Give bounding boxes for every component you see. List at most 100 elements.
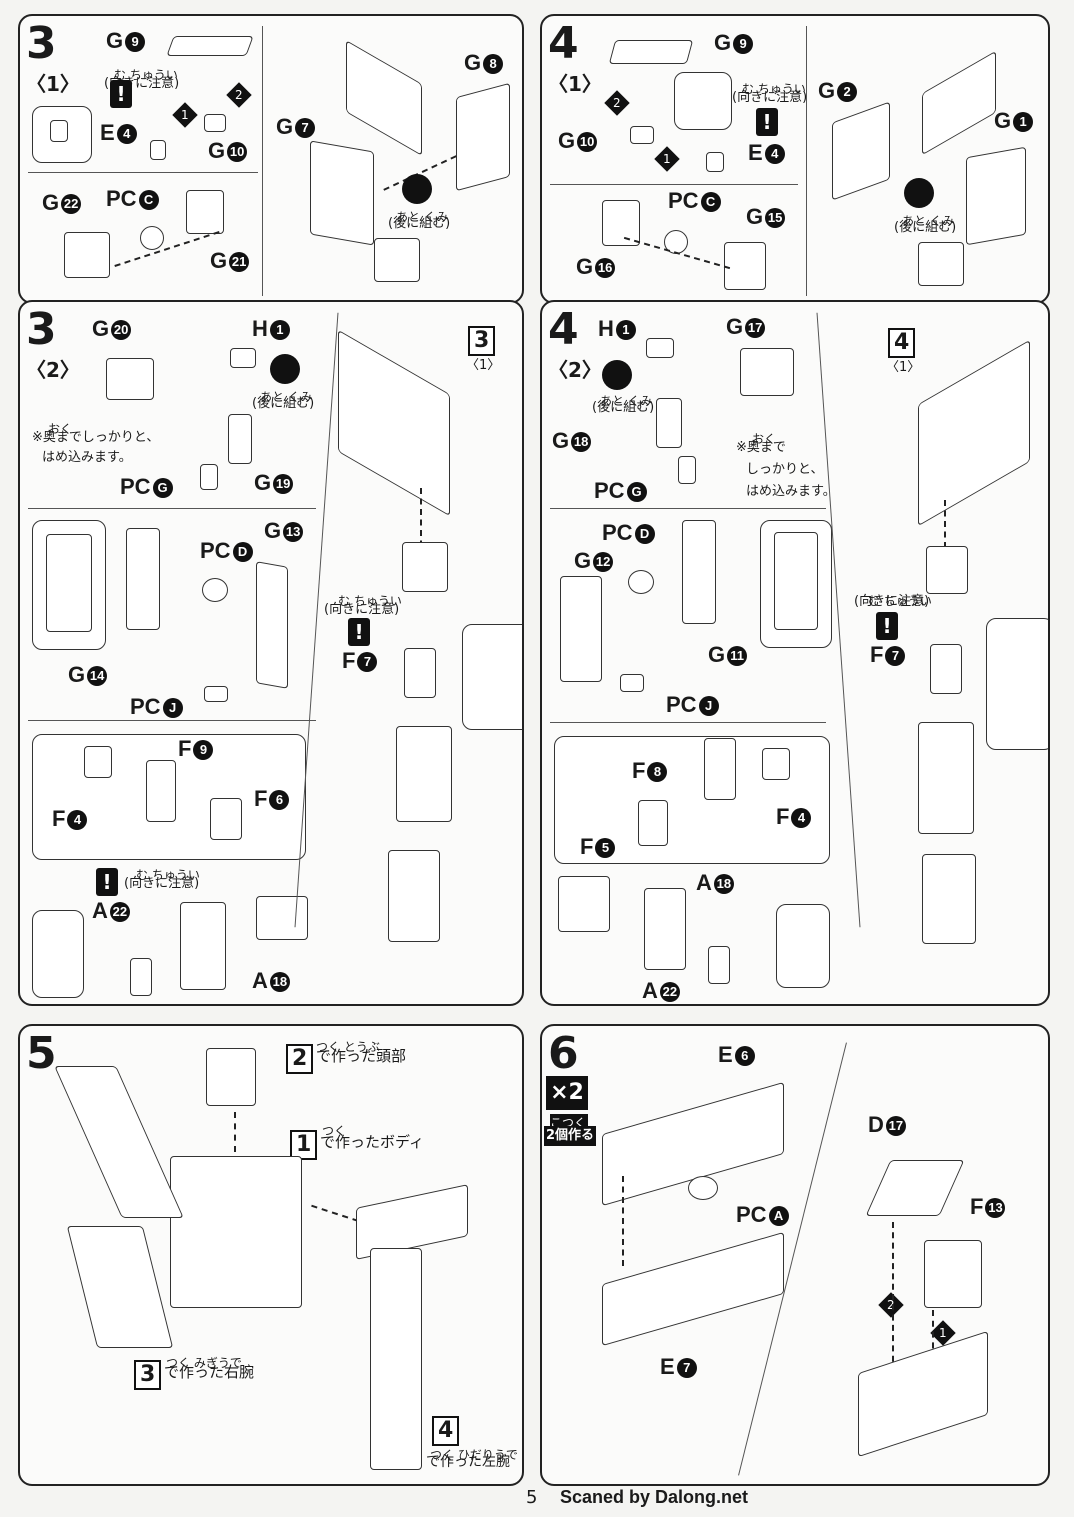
label-letter: G	[746, 204, 764, 229]
label-letter: F	[52, 806, 66, 831]
push-note-1: ※奥までしっかりと、	[32, 430, 160, 445]
label-mark: 2	[837, 82, 858, 103]
label-mark: 18	[571, 432, 592, 453]
part-f9	[146, 760, 176, 822]
label-letter: PC	[200, 538, 231, 563]
label-letter: PC	[666, 692, 697, 717]
warning-icon: !	[876, 612, 898, 640]
body-ruby: つく	[322, 1124, 347, 1138]
part-f8	[704, 738, 736, 800]
order-1-icon: 1	[172, 102, 198, 128]
divider	[262, 26, 263, 296]
part-e4	[150, 140, 166, 160]
part-g10	[204, 114, 226, 132]
part-hint-shape	[774, 532, 818, 630]
part-e7	[602, 1231, 784, 1347]
divider	[28, 720, 316, 721]
label-letter: E	[100, 120, 115, 145]
label-letter: H	[252, 316, 268, 341]
label-mark: 9	[125, 32, 146, 53]
label-letter: F	[580, 834, 594, 859]
warning-icon: !	[96, 868, 118, 896]
behind-marker-icon	[402, 174, 432, 204]
behind-note: (後に組む)	[894, 220, 957, 235]
part-a18	[644, 888, 686, 970]
behind-ruby: あと くみ	[396, 210, 449, 224]
label-letter: PC	[594, 478, 625, 503]
divider	[806, 26, 807, 296]
substep-label: 〈1〉	[548, 72, 602, 96]
right-arm-ruby: つく みぎうで	[166, 1356, 242, 1370]
label-letter: D	[868, 1112, 884, 1137]
behind-ruby: あと くみ	[260, 390, 313, 404]
behind-ruby: あと くみ	[902, 214, 955, 228]
part-pcd	[628, 570, 654, 594]
part-d17	[865, 1160, 965, 1216]
label-mark: 7	[885, 646, 906, 667]
label-mark: C	[138, 190, 159, 211]
label-letter: G	[106, 28, 124, 53]
part-body	[170, 1156, 302, 1308]
part-g13	[256, 561, 288, 689]
behind-marker-icon	[904, 178, 934, 208]
divider	[28, 172, 258, 173]
multiplier-label: 2個作る	[544, 1126, 597, 1146]
left-arm-ruby: つく ひだりうで	[430, 1448, 518, 1462]
label-mark: 4	[791, 808, 812, 829]
page-number: 5	[526, 1487, 538, 1508]
head-label: で作った頭部	[316, 1047, 407, 1065]
label-mark: 4	[67, 810, 88, 831]
label-mark: 16	[595, 258, 616, 279]
label-mark: 4	[116, 124, 137, 145]
label-mark: G	[152, 478, 173, 499]
part-g15	[724, 242, 766, 290]
push-note-3: はめ込みます。	[746, 484, 836, 499]
label-mark: 4	[764, 144, 785, 165]
scan-credit: Scaned by Dalong.net	[560, 1487, 749, 1507]
label-letter: G	[726, 314, 744, 339]
part-a22	[708, 946, 730, 984]
reference-sub: 〈1〉	[886, 360, 921, 375]
part-hand	[256, 896, 308, 940]
behind-note: (後に組む)	[592, 400, 655, 415]
part-g18	[656, 398, 682, 448]
label-letter: E	[660, 1354, 675, 1379]
warning-icon: !	[348, 618, 370, 646]
divider	[550, 184, 798, 185]
label-mark: 10	[227, 142, 248, 163]
part-g2	[832, 101, 890, 201]
part-arm-assembly	[338, 329, 450, 517]
part-pcd	[202, 578, 228, 602]
part-arm-upper	[922, 50, 996, 156]
label-letter: E	[748, 140, 763, 165]
label-letter: A	[252, 968, 268, 993]
label-mark: 12	[593, 552, 614, 573]
step-number: 4	[548, 304, 579, 355]
behind-marker-icon	[602, 360, 632, 390]
part-pcg	[200, 464, 218, 490]
part-h1	[230, 348, 256, 368]
part-h1	[646, 338, 674, 358]
